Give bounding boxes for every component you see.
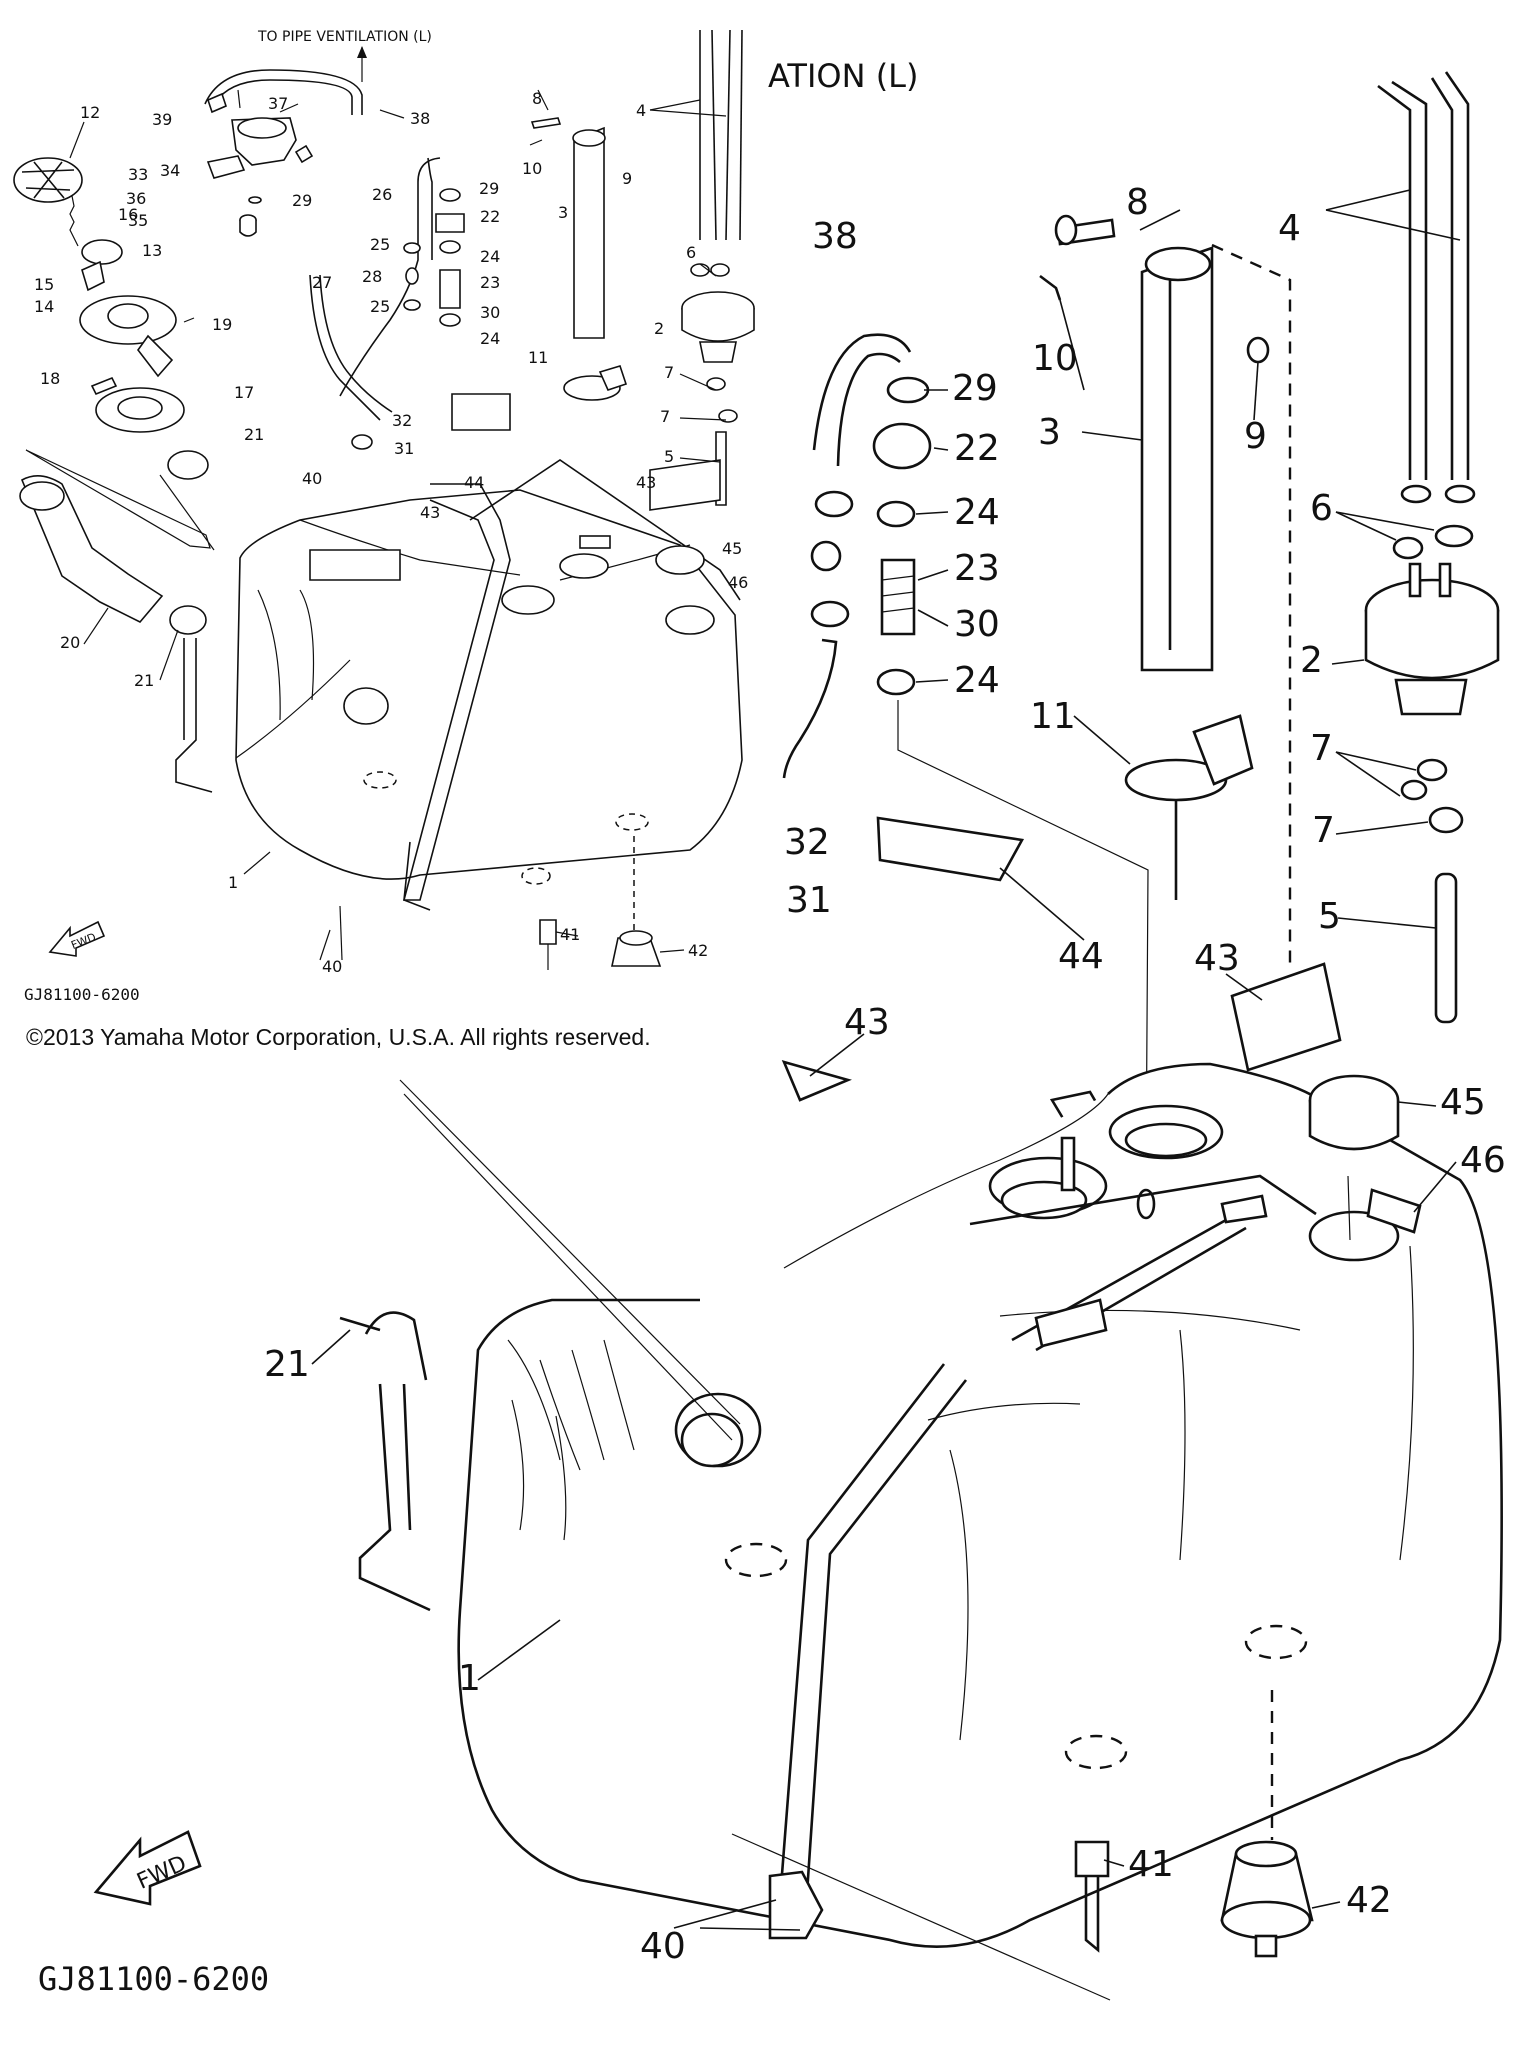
svg-text:45: 45	[1440, 1082, 1486, 1123]
svg-text:3: 3	[1038, 412, 1061, 453]
svg-text:12: 12	[80, 103, 100, 122]
svg-text:30: 30	[480, 303, 500, 322]
svg-text:24: 24	[954, 660, 1000, 701]
svg-text:28: 28	[362, 267, 382, 286]
svg-text:35: 35	[128, 211, 148, 230]
svg-text:3: 3	[558, 203, 568, 222]
svg-text:6: 6	[1310, 488, 1333, 529]
svg-text:24: 24	[954, 492, 1000, 533]
diagram-code-large: GJ81100-6200	[38, 1960, 269, 1998]
diagram-code-small: GJ81100-6200	[24, 985, 140, 1004]
svg-text:17: 17	[234, 383, 254, 402]
fwd-arrow-large: FWD	[93, 1830, 202, 1906]
large-view: ATION (L)	[38, 57, 1506, 2001]
svg-text:21: 21	[264, 1344, 310, 1385]
fwd-arrow-small: FWD	[48, 920, 106, 957]
svg-text:43: 43	[420, 503, 440, 522]
svg-text:40: 40	[640, 1926, 686, 1967]
svg-text:2: 2	[654, 319, 664, 338]
svg-text:25: 25	[370, 297, 390, 316]
svg-text:42: 42	[688, 941, 708, 960]
svg-text:40: 40	[322, 957, 342, 976]
svg-text:29: 29	[292, 191, 312, 210]
svg-text:20: 20	[60, 633, 80, 652]
svg-text:21: 21	[134, 671, 154, 690]
svg-text:33: 33	[128, 165, 148, 184]
svg-text:22: 22	[954, 428, 1000, 469]
svg-text:7: 7	[1310, 728, 1333, 769]
svg-text:46: 46	[1460, 1140, 1506, 1181]
svg-text:31: 31	[786, 880, 832, 921]
svg-text:38: 38	[410, 109, 430, 128]
svg-text:4: 4	[636, 101, 646, 120]
svg-text:16: 16	[118, 205, 138, 224]
svg-text:25: 25	[370, 235, 390, 254]
svg-text:40: 40	[302, 469, 322, 488]
svg-text:6: 6	[686, 243, 696, 262]
svg-text:7: 7	[1312, 810, 1335, 851]
crop-note: ATION (L)	[768, 57, 918, 95]
svg-text:11: 11	[528, 348, 548, 367]
svg-text:15: 15	[34, 275, 54, 294]
svg-text:4: 4	[1278, 208, 1301, 249]
copyright-notice: ©2013 Yamaha Motor Corporation, U.S.A. A…	[26, 1024, 651, 1050]
svg-text:45: 45	[722, 539, 742, 558]
svg-text:23: 23	[954, 548, 1000, 589]
svg-text:39: 39	[152, 110, 172, 129]
svg-text:23: 23	[480, 273, 500, 292]
svg-text:43: 43	[844, 1002, 890, 1043]
svg-text:24: 24	[480, 329, 500, 348]
svg-text:7: 7	[664, 363, 674, 382]
svg-text:5: 5	[1318, 896, 1341, 937]
svg-text:38: 38	[812, 216, 858, 257]
svg-text:1: 1	[458, 1658, 481, 1699]
svg-text:11: 11	[1030, 696, 1076, 737]
svg-text:42: 42	[1346, 1880, 1392, 1921]
svg-text:10: 10	[522, 159, 542, 178]
svg-text:10: 10	[1032, 338, 1078, 379]
svg-text:22: 22	[480, 207, 500, 226]
svg-text:19: 19	[212, 315, 232, 334]
svg-text:36: 36	[126, 189, 146, 208]
svg-text:44: 44	[464, 473, 484, 492]
svg-text:21: 21	[244, 425, 264, 444]
svg-text:29: 29	[952, 368, 998, 409]
svg-text:41: 41	[1128, 1844, 1174, 1885]
svg-text:14: 14	[34, 297, 54, 316]
svg-text:1: 1	[228, 873, 238, 892]
svg-text:43: 43	[1194, 938, 1240, 979]
svg-text:43: 43	[636, 473, 656, 492]
top-note: TO PIPE VENTILATION (L)	[257, 29, 432, 45]
svg-text:29: 29	[479, 179, 499, 198]
svg-text:5: 5	[664, 447, 674, 466]
svg-text:9: 9	[622, 169, 632, 188]
svg-text:9: 9	[1244, 416, 1267, 457]
svg-text:7: 7	[660, 407, 670, 426]
svg-text:34: 34	[160, 161, 180, 180]
svg-text:13: 13	[142, 241, 162, 260]
svg-text:26: 26	[372, 185, 392, 204]
svg-text:18: 18	[40, 369, 60, 388]
svg-text:37: 37	[268, 94, 288, 113]
svg-text:32: 32	[392, 411, 412, 430]
svg-text:46: 46	[728, 573, 748, 592]
svg-text:32: 32	[784, 822, 830, 863]
svg-text:27: 27	[312, 273, 332, 292]
svg-text:2: 2	[1300, 640, 1323, 681]
svg-text:31: 31	[394, 439, 414, 458]
svg-text:8: 8	[532, 89, 542, 108]
svg-text:8: 8	[1126, 182, 1149, 223]
small-view: TO PIPE VENTILATION (L)	[13, 29, 755, 1004]
svg-text:44: 44	[1058, 936, 1104, 977]
svg-text:24: 24	[480, 247, 500, 266]
svg-text:30: 30	[954, 604, 1000, 645]
